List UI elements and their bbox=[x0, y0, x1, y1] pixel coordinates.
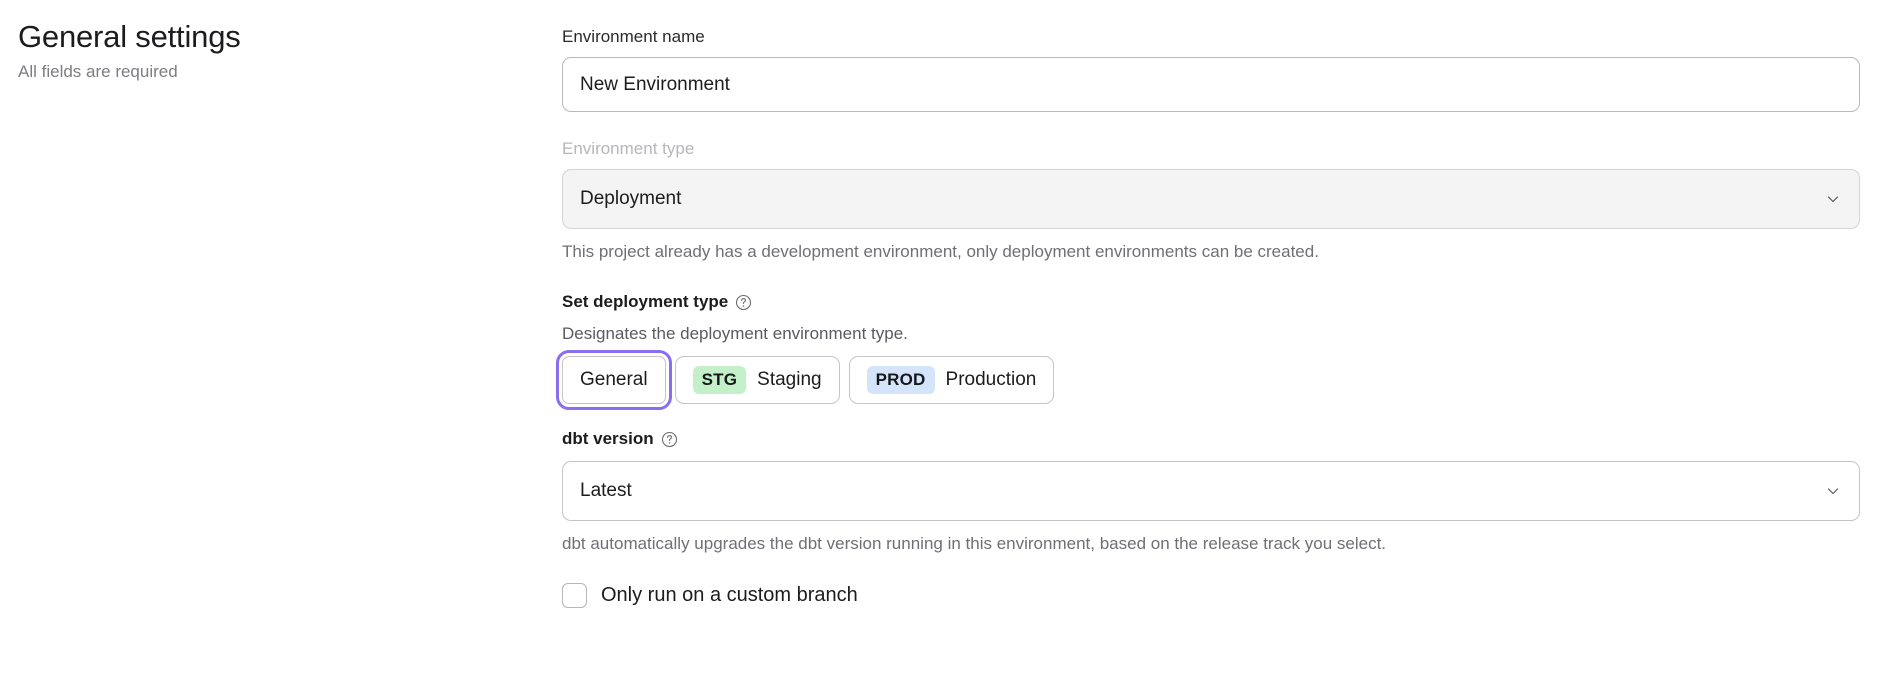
chevron-down-icon bbox=[1825, 191, 1841, 207]
deployment-type-options: General STG Staging PROD Production bbox=[556, 350, 1860, 410]
dbt-version-select[interactable]: Latest bbox=[562, 461, 1860, 521]
dbt-version-label: dbt version bbox=[562, 429, 654, 448]
staging-badge: STG bbox=[692, 366, 747, 394]
page-subtitle: All fields are required bbox=[18, 62, 178, 81]
deployment-type-description: Designates the deployment environment ty… bbox=[562, 324, 908, 343]
custom-branch-field-group: Only run on a custom branch bbox=[562, 583, 1860, 608]
chevron-down-icon bbox=[1825, 483, 1841, 499]
environment-type-helper-text: This project already has a development e… bbox=[562, 242, 1319, 261]
deployment-type-label-row: Set deployment type bbox=[562, 291, 1860, 313]
environment-type-field-group: Environment type Deployment This project… bbox=[562, 138, 1860, 263]
dbt-version-label-row: dbt version bbox=[562, 428, 1860, 450]
deployment-type-option-production-label: Production bbox=[945, 369, 1037, 390]
environment-name-field-group: Environment name New Environment bbox=[562, 26, 1860, 112]
deployment-type-option-staging-label: Staging bbox=[757, 369, 822, 390]
deployment-type-option-staging[interactable]: STG Staging bbox=[674, 356, 840, 404]
settings-form: Environment name New Environment Environ… bbox=[556, 26, 1860, 608]
production-badge: PROD bbox=[866, 366, 935, 394]
environment-name-label: Environment name bbox=[562, 27, 705, 46]
custom-branch-label[interactable]: Only run on a custom branch bbox=[601, 584, 858, 606]
dbt-version-field-group: dbt version Latest dbt aut bbox=[562, 428, 1860, 555]
question-circle-icon[interactable] bbox=[735, 294, 752, 311]
question-circle-icon[interactable] bbox=[661, 431, 678, 448]
environment-type-value: Deployment bbox=[580, 188, 682, 209]
dbt-version-helper-text: dbt automatically upgrades the dbt versi… bbox=[562, 534, 1387, 553]
deployment-type-option-general[interactable]: General bbox=[556, 350, 672, 410]
environment-type-label: Environment type bbox=[562, 139, 695, 158]
dbt-version-value: Latest bbox=[580, 480, 632, 501]
deployment-type-field-group: Set deployment type Designates the deplo… bbox=[556, 291, 1860, 410]
environment-name-input[interactable]: New Environment bbox=[562, 57, 1860, 112]
page-title: General settings bbox=[18, 19, 241, 54]
deployment-type-option-general-label: General bbox=[580, 369, 648, 390]
deployment-type-option-production[interactable]: PROD Production bbox=[848, 356, 1055, 404]
custom-branch-checkbox[interactable] bbox=[562, 583, 587, 608]
environment-type-select[interactable]: Deployment bbox=[562, 169, 1860, 229]
settings-header-column: General settings All fields are required bbox=[18, 18, 518, 84]
deployment-type-label: Set deployment type bbox=[562, 292, 729, 311]
